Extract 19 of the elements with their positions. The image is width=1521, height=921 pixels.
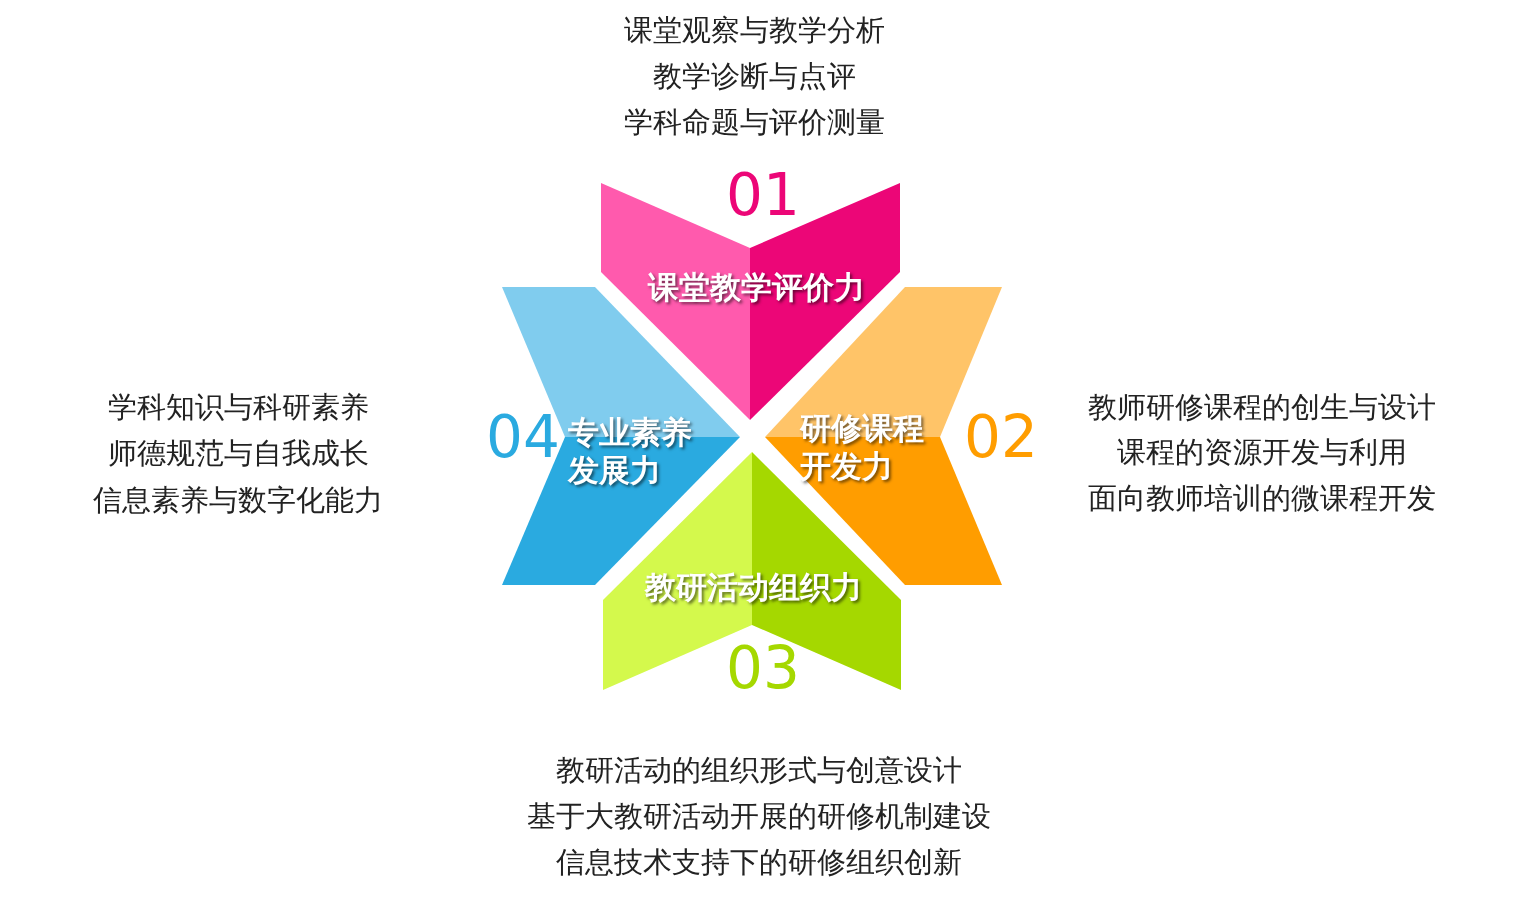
description-text: 课程的资源开发与利用	[1117, 435, 1407, 469]
description-text: 基于大教研活动开展的研修机制建设	[527, 799, 991, 833]
description-text: 课堂观察与教学分析	[623, 13, 885, 47]
block-label: 研修课程开发力	[800, 409, 925, 485]
description-text: 教研活动的组织形式与创意设计	[556, 753, 962, 787]
step-number: 04	[486, 407, 560, 467]
description-text: 学科命题与评价测量	[623, 105, 885, 139]
block-label: 教研活动组织力	[643, 568, 863, 606]
description-text: 教学诊断与点评	[652, 59, 856, 93]
step-number: 02	[964, 407, 1038, 467]
description-text: 面向教师培训的微课程开发	[1088, 481, 1436, 515]
description-text: 师德规范与自我成长	[107, 436, 369, 470]
description-text: 学科知识与科研素养	[107, 390, 369, 424]
step-number: 01	[726, 165, 800, 225]
step-number: 03	[726, 638, 800, 698]
block-label: 课堂教学评价力	[646, 268, 866, 306]
description-text: 信息技术支持下的研修组织创新	[556, 845, 962, 879]
description-text: 信息素养与数字化能力	[93, 483, 383, 517]
description-text: 教师研修课程的创生与设计	[1088, 390, 1436, 424]
